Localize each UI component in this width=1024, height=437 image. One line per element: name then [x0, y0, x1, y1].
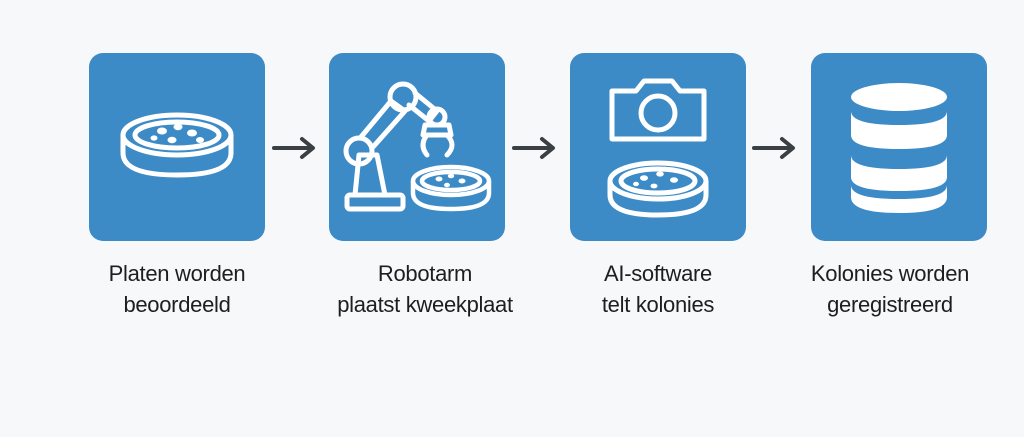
step-2-label-line2: plaatst kweekplaat	[337, 292, 513, 317]
step-4-label-line2: geregistreerd	[827, 292, 953, 317]
robot-arm-icon	[343, 81, 492, 212]
step-1-label-line2: beoordeeld	[123, 292, 231, 317]
step-1-box	[89, 53, 265, 241]
petri-dish-icon	[120, 112, 234, 178]
step-3-label: AI-software telt kolonies	[543, 258, 773, 320]
step-4-label-line1: Kolonies worden	[810, 261, 970, 286]
step-2-box	[329, 53, 505, 241]
database-icon	[851, 83, 947, 213]
step-3-label-line2: telt kolonies	[601, 292, 715, 317]
step-4-label: Kolonies worden geregistreerd	[775, 258, 1005, 320]
camera-petri-dish-icon	[607, 78, 709, 218]
step-2-label-line1: Robotarm	[377, 261, 473, 286]
step-3-box	[570, 53, 746, 241]
step-4-box	[811, 53, 987, 241]
arrow-right-icon	[272, 137, 315, 159]
step-3-label-line1: AI-software	[604, 261, 712, 286]
step-2-label: Robotarm plaatst kweekplaat	[310, 258, 540, 320]
arrow-right-icon	[752, 137, 795, 159]
arrow-right-icon	[512, 137, 555, 159]
step-1-label: Platen worden beoordeeld	[62, 258, 292, 320]
step-1-label-line1: Platen worden	[108, 261, 246, 286]
